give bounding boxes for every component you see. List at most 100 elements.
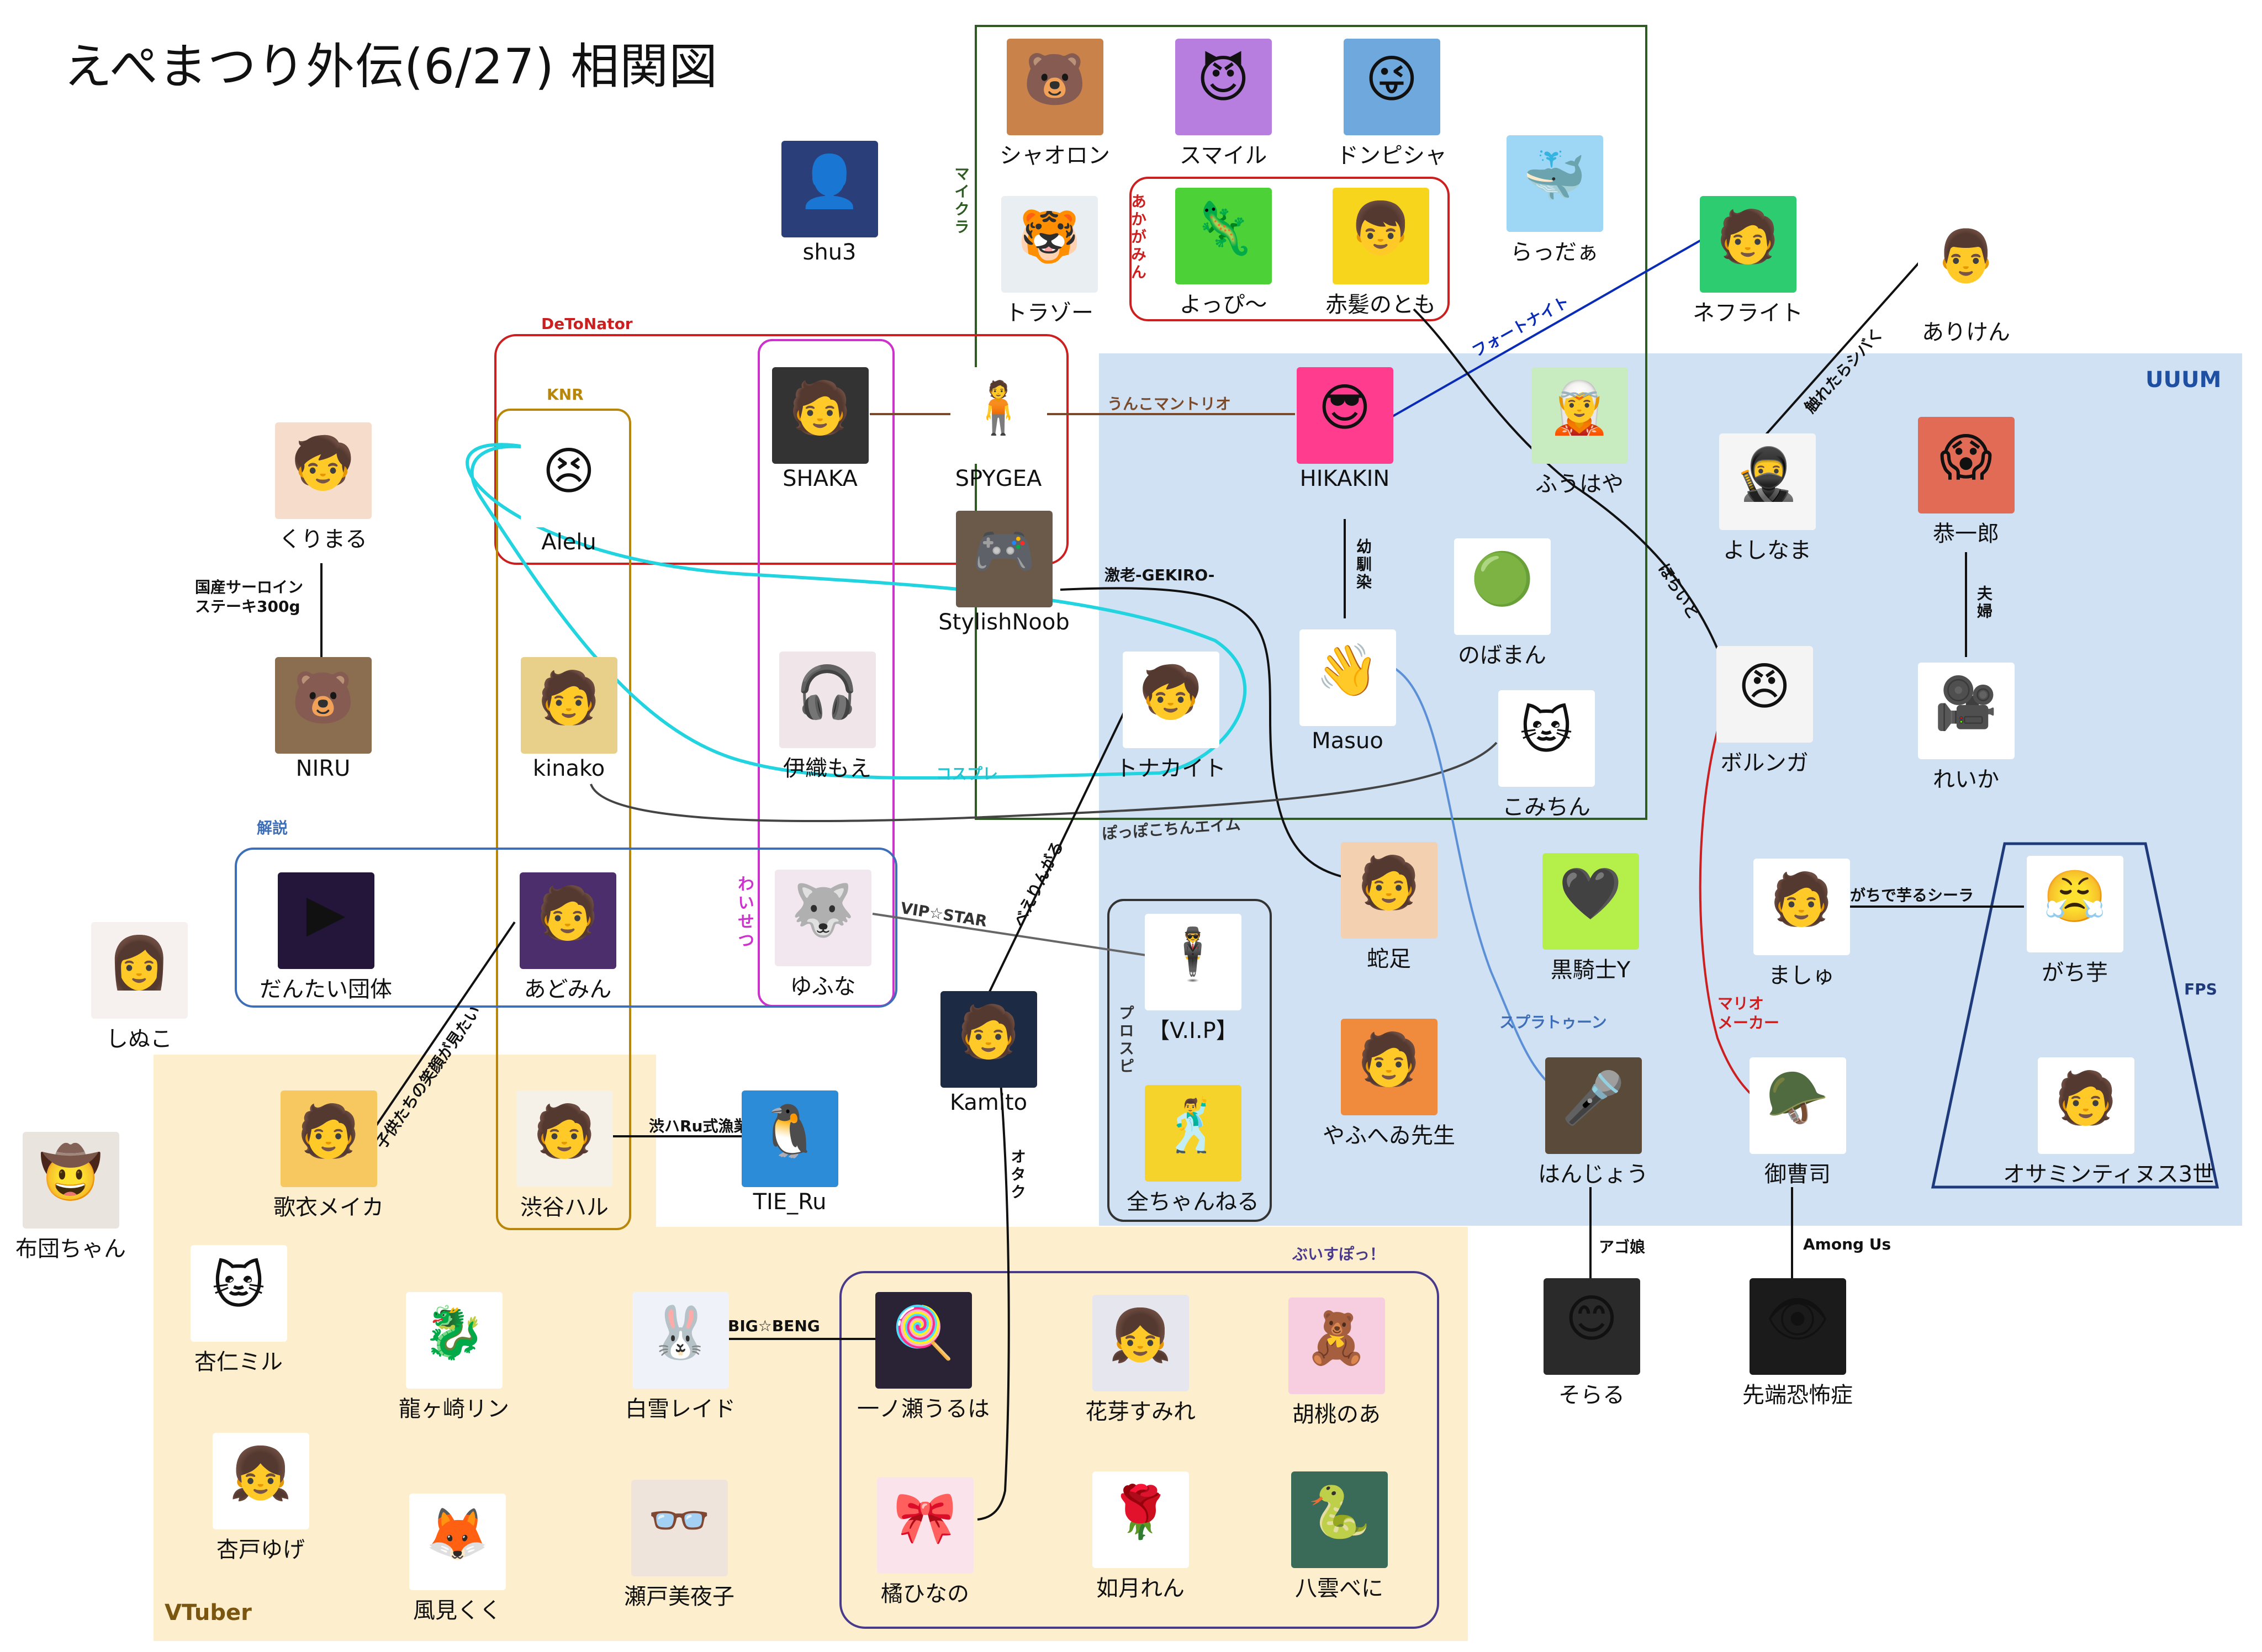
node-spygea: 🧍SPYGEA (916, 367, 1081, 491)
uuum-label: UUUM (2145, 367, 2222, 393)
avatar: 🕴 (1144, 914, 1241, 1010)
avatar-icon: 🥷 (1735, 444, 1799, 504)
avatar: 😎 (1296, 367, 1393, 464)
avatar: 🐍 (1291, 1471, 1388, 1568)
avatar: 🐻 (1006, 39, 1103, 135)
node-name: 一ノ瀬うるは (857, 1396, 990, 1422)
node-kurimaru: 🧒くりまる (240, 422, 406, 553)
fps-label: FPS (2184, 980, 2217, 998)
avatar-icon: 🐱 (1520, 701, 1573, 760)
avatar: 🦎 (1175, 188, 1272, 284)
node-vip: 🕴【V.I.P】 (1110, 914, 1276, 1045)
avatar-icon: 🐍 (1307, 1482, 1371, 1542)
node-fuuhaya: 🧝ふうはや (1497, 367, 1662, 498)
avatar-icon: 🧝 (1547, 378, 1611, 437)
edge-label-beerin: べえりんがる (1010, 838, 1067, 930)
node-name: StylishNoob (938, 610, 1070, 635)
edge-label-vipstar: VIP☆STAR (899, 898, 989, 931)
avatar-icon: 😊 (1565, 1289, 1618, 1348)
avatar: 🐺 (774, 870, 871, 966)
avatar-icon: 🟢 (1470, 549, 1534, 608)
node-name: あどみん (524, 977, 612, 1002)
avatar: 🕺 (1144, 1085, 1241, 1182)
edge-label-otaku: オタク (1008, 1148, 1027, 1201)
avatar: 🐱 (1498, 690, 1595, 787)
node-kisaragi: 🌹如月れん (1058, 1471, 1223, 1602)
avatar: 🪖 (1749, 1057, 1846, 1154)
avatar: 😈 (1175, 39, 1272, 135)
avatar: 🧑 (1340, 1019, 1437, 1115)
node-sentan: 👁先端恐怖症 (1715, 1278, 1880, 1409)
node-name: がち芋 (2042, 960, 2108, 986)
node-dantai: ▶だんたい団体 (243, 872, 409, 1003)
node-nobaman: 🟢のばまん (1419, 538, 1585, 669)
node-yoshinama: 🥷よしなま (1684, 433, 1850, 564)
node-name: トラゾー (1005, 300, 1093, 326)
avatar-icon: 👨 (1934, 226, 1998, 285)
node-komichin: 🐱 こみちん (1463, 690, 1629, 821)
avatar-icon: 😣 (542, 441, 595, 501)
node-smile: 😈スマイル (1140, 39, 1306, 170)
avatar-icon: 🧑 (788, 378, 852, 437)
node-torazo: 🐯 トラゾー (966, 196, 1132, 327)
avatar: 🐱 (190, 1245, 287, 1342)
node-yafuhe: 🧑やふへゐ先生 (1306, 1019, 1472, 1150)
avatar-icon: 🧒 (291, 433, 355, 493)
edge-label-bigbeng: BIG☆BENG (728, 1317, 820, 1335)
node-kazami: 🦊風見くく (374, 1494, 540, 1624)
node-adomin: 🧑あどみん (485, 872, 651, 1003)
diagram-title: えぺまつり外伝(6/27) 相関図 (64, 38, 718, 95)
avatar: 😱 (1917, 417, 2015, 513)
avatar: 🧑 (771, 367, 869, 464)
avatar: 🧑 (520, 657, 617, 754)
avatar-icon: 😤 (2043, 866, 2107, 926)
avatar: 🟢 (1454, 538, 1551, 635)
node-name: 黒騎士Y (1550, 957, 1631, 983)
avatar-icon: 🐻 (1023, 49, 1087, 109)
node-name: オサミンティヌス3世 (2003, 1162, 2215, 1187)
node-name: HIKAKIN (1299, 466, 1390, 491)
prosupi-group-box (1107, 899, 1272, 1222)
node-name: 蛇足 (1367, 946, 1411, 972)
node-name: ありけん (1922, 320, 2010, 345)
node-shirayuki: 🐰白雪レイド (598, 1292, 763, 1423)
avatar: 🐧 (741, 1090, 838, 1187)
node-name: らっだぁ (1510, 240, 1599, 265)
node-name: 花芽すみれ (1085, 1399, 1196, 1425)
avatar-icon: 🧍 (966, 378, 1030, 437)
avatar-icon: 🧑 (1357, 1029, 1421, 1089)
node-kurokishi: 🖤 黒騎士Y (1508, 853, 1673, 984)
node-tonakaito: 🧒トナカイト (1088, 652, 1254, 782)
avatar: 🐯 (1001, 196, 1098, 293)
edge-label-among: Among Us (1803, 1235, 1891, 1253)
node-name: しぬこ (106, 1026, 172, 1052)
node-donpisha: 😜ドンピシャ (1309, 39, 1474, 170)
node-masuo: 👋Masuo (1265, 629, 1430, 754)
avatar: 🖤 (1542, 853, 1639, 950)
avatar-icon: 🎧 (795, 662, 859, 722)
avatar-icon: 🧑 (297, 1101, 361, 1161)
node-name: こみちん (1502, 795, 1590, 820)
node-kamito: 🧑Kamito (906, 991, 1071, 1115)
avatar-icon: 🧑 (1716, 206, 1780, 266)
edge-label-cosplay: コスプレ (936, 765, 998, 783)
node-name: 赤髪のとも (1325, 292, 1436, 317)
avatar-icon: 🐳 (1523, 146, 1587, 205)
avatar: 🎤 (1545, 1057, 1642, 1154)
edge-label-splatoon: スプラトゥーン (1499, 1013, 1607, 1031)
node-name: Kamito (949, 1090, 1028, 1115)
avatar: 🧑 (2037, 1057, 2134, 1154)
avatar-icon: 🎀 (893, 1487, 957, 1547)
node-name: TIE_Ru (753, 1189, 827, 1215)
node-name: 渋谷ハル (520, 1195, 609, 1220)
node-name: 杏戸ゆげ (216, 1537, 305, 1563)
node-name: ネフライト (1693, 300, 1803, 326)
node-name: 龍ヶ崎リン (399, 1396, 509, 1422)
node-name: シャオロン (1000, 143, 1110, 168)
node-yoppi: 🦎よっぴ～ (1140, 188, 1306, 319)
node-futon: 🤠布団ちゃん (0, 1132, 154, 1263)
avatar-icon: 😱 (1939, 427, 1993, 487)
avatar: 🦊 (409, 1494, 506, 1590)
node-yakumo: 🐍八雲べに (1256, 1471, 1422, 1602)
